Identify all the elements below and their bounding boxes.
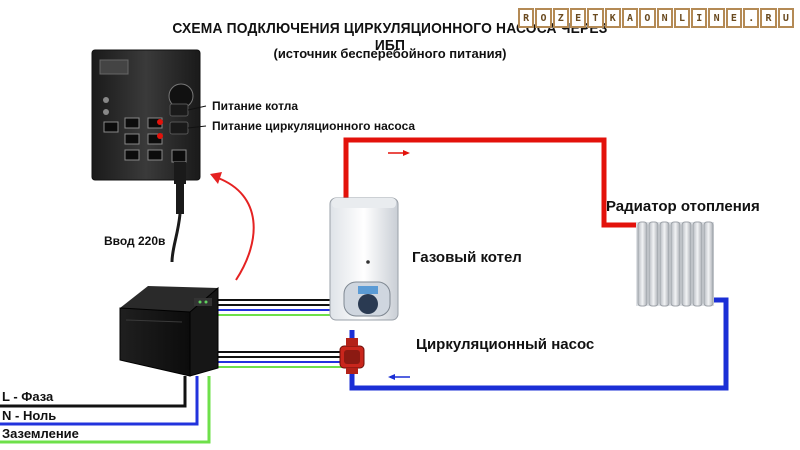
label-radiator: Радиатор отопления [606,198,760,215]
logo-letter: K [604,8,621,28]
logo-letter: O [535,8,552,28]
label-input-220: Ввод 220в [104,234,166,248]
curved-arrow-icon [210,172,255,281]
logo-letter: Z [552,8,569,28]
logo-letter: A [621,8,639,28]
logo-letter: E [569,8,587,28]
logo-letter: N [656,8,673,28]
pump-power-cable [215,351,342,368]
flow-arrow-hot [388,150,410,156]
logo-letter: U [777,8,794,28]
mains-input-wires [0,376,211,444]
label-neutral: N - Ноль [2,408,57,423]
label-boiler-power: Питание котла [212,99,299,113]
rear-panel-plugs [169,103,207,135]
label-gas-boiler: Газовый котел [412,249,522,266]
logo-letter: O [639,8,656,28]
logo-letter: R [760,8,777,28]
input-power-cord [170,162,186,263]
logo-letter: N [708,8,725,28]
logo-letter: E [725,8,743,28]
logo-letter: T [587,8,604,28]
diagram-title: СХЕМА ПОДКЛЮЧЕНИЯ ЦИРКУЛЯЦИОННОГО НАСОСА… [172,20,608,54]
ups-rear-panel [91,49,201,181]
ups-unit [119,286,219,377]
boiler-power-cable [215,299,332,316]
gas-boiler [329,197,399,321]
label-phase: L - Фаза [2,389,54,404]
site-logo: R O Z E T K A O N L I N E . R U [518,5,794,31]
logo-letter: L [673,8,691,28]
radiator [636,221,714,307]
logo-letter: I [691,8,708,28]
label-circulation-pump: Циркуляционный насос [416,336,595,353]
flow-arrow-cold [388,374,410,380]
label-pump-power: Питание циркуляционного насоса [212,119,416,133]
circulation-pump [339,338,365,374]
diagram-subtitle: (источник бесперебойного питания) [273,46,507,61]
hot-supply-pipe [343,137,636,310]
logo-letter: . [743,8,760,28]
label-ground: Заземление [2,426,79,441]
logo-letter: R [518,8,535,28]
